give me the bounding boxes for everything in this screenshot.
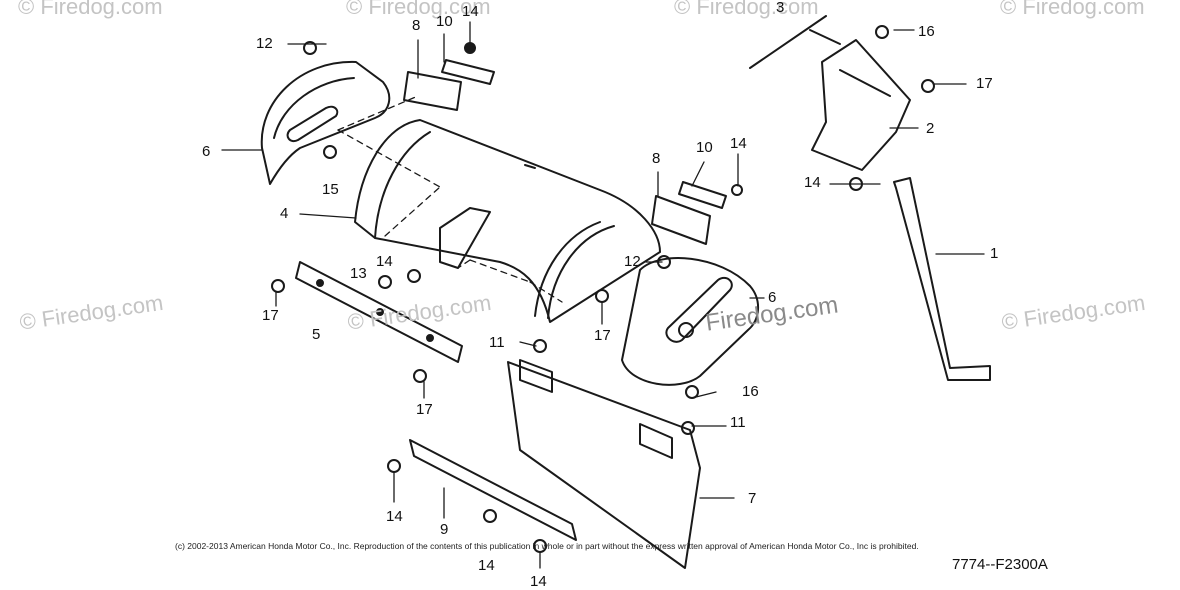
callout-14: 14 — [386, 508, 403, 525]
callout-18: 17 — [594, 327, 611, 344]
callout-17: 17 — [262, 307, 279, 324]
callout-17: 16 — [918, 23, 935, 40]
watermark: © Firedog.com — [346, 0, 491, 19]
callout-13: 13 — [350, 265, 367, 282]
callout-12: 12 — [256, 35, 273, 52]
callout-11: 11 — [730, 414, 746, 431]
lower-bar — [409, 439, 577, 541]
callout-14: 14 — [804, 174, 821, 191]
rotor-cover — [354, 119, 661, 323]
callout-14: 14 — [478, 557, 495, 574]
stand-rod — [893, 177, 991, 381]
callout-2: 2 — [926, 120, 935, 137]
callout-3: 3 — [776, 0, 785, 16]
callout-5: 5 — [312, 326, 321, 343]
callout-10: 10 — [436, 13, 453, 30]
callout-6: 6 — [202, 143, 211, 160]
callout-14: 14 — [730, 135, 747, 152]
callout-9: 9 — [440, 521, 449, 538]
callout-8: 8 — [652, 150, 661, 167]
right-side-cover — [621, 257, 759, 386]
right-plates — [651, 181, 743, 245]
callout-12: 12 — [624, 253, 641, 270]
left-plates — [403, 42, 495, 111]
watermark: © Firedog.com — [18, 0, 163, 19]
left-side-cover — [260, 60, 391, 185]
watermark: © Firedog.com — [674, 0, 819, 19]
callout-15: 14 — [376, 253, 393, 270]
assembly-guide-lines — [337, 95, 563, 303]
callout-17: 17 — [416, 401, 433, 418]
callout-6: 6 — [768, 289, 777, 306]
callout-14: 14 — [530, 573, 547, 590]
callout-16: 15 — [322, 181, 339, 198]
callout-16: 16 — [742, 383, 759, 400]
left-bracket-bar — [295, 261, 463, 363]
diagram-code: 7774--F2300A — [952, 556, 1048, 573]
callout-14: 14 — [462, 3, 479, 20]
mount-bracket — [811, 39, 911, 171]
callout-1: 1 — [990, 245, 999, 262]
callout-17: 17 — [976, 75, 993, 92]
copyright-notice: (c) 2002-2013 American Honda Motor Co., … — [175, 541, 919, 551]
callout-11: 11 — [489, 334, 505, 351]
watermark: © Firedog.com — [1000, 0, 1145, 19]
callout-7: 7 — [748, 490, 757, 507]
leader-lines — [221, 21, 985, 569]
callout-4: 4 — [280, 205, 289, 222]
callout-10: 10 — [696, 139, 713, 156]
adjust-rod — [749, 15, 841, 69]
shield-flap — [507, 359, 701, 569]
callout-8: 8 — [412, 17, 421, 34]
